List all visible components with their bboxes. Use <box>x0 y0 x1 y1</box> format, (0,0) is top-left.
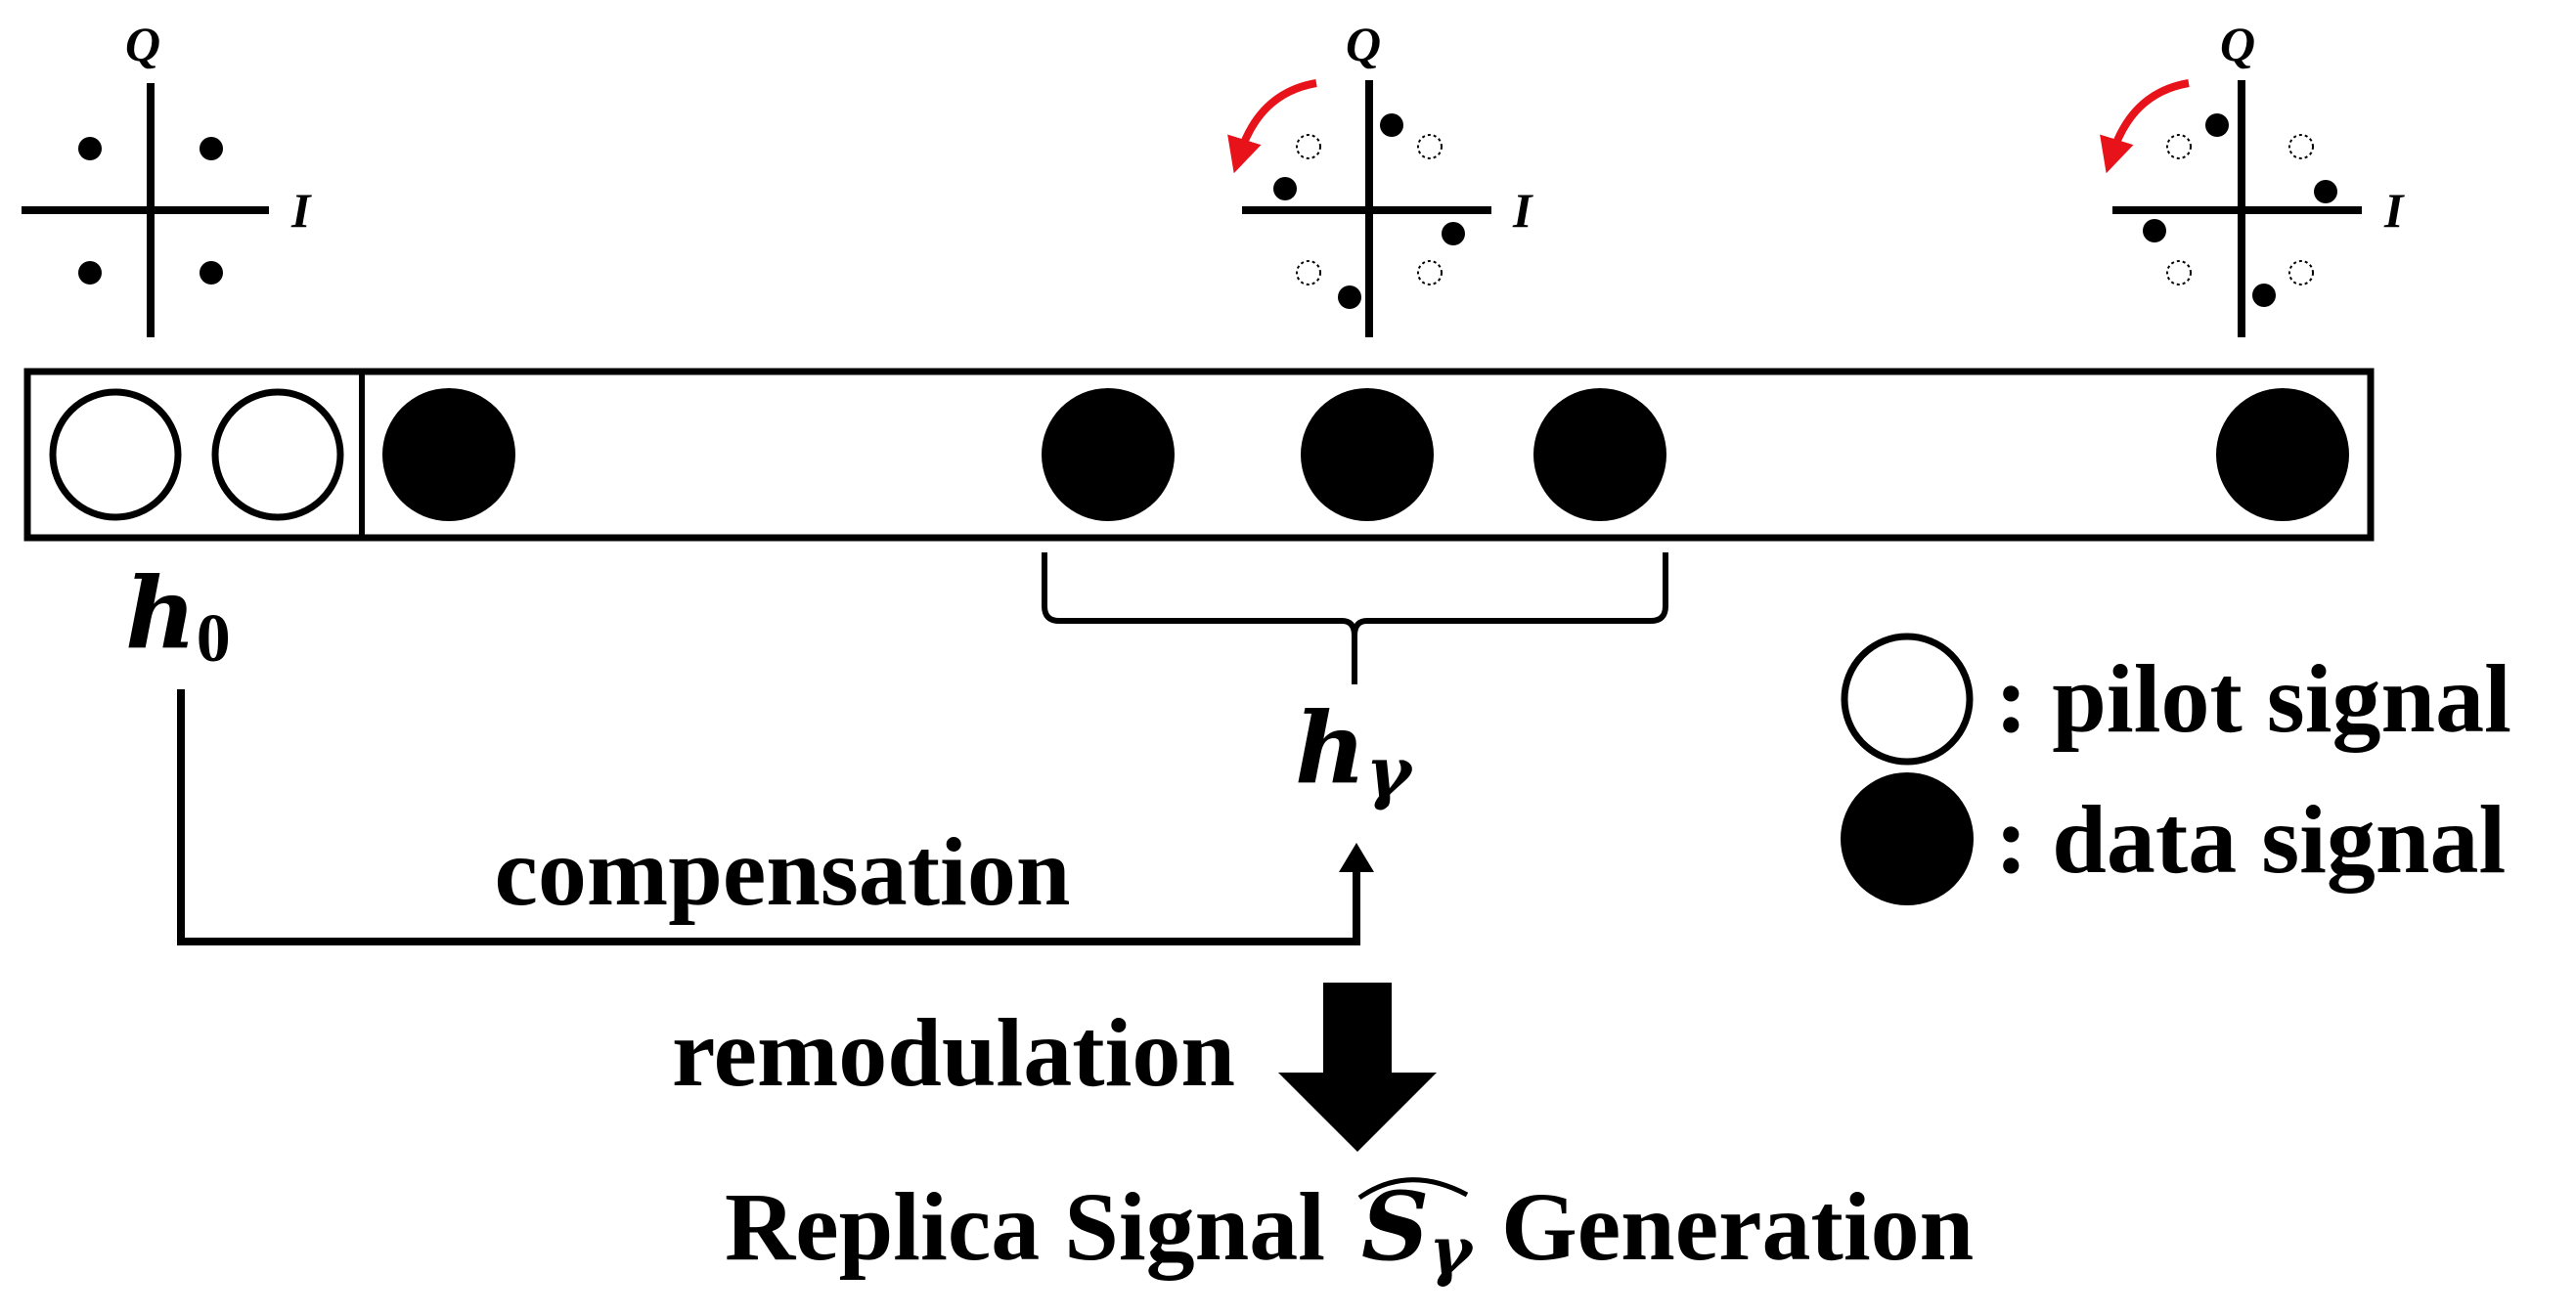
compensation-label: compensation <box>495 817 1071 926</box>
ideal-point <box>1296 134 1321 159</box>
compensation-connector <box>177 689 1360 945</box>
rotated-point <box>1380 113 1403 137</box>
constellation-point <box>200 137 223 160</box>
rotated-point <box>2314 180 2337 203</box>
legend-data-swatch <box>1841 772 1974 905</box>
remodulation-label: remodulation <box>672 998 1235 1107</box>
data-symbol <box>1301 388 1434 521</box>
data-symbol <box>1042 388 1175 521</box>
constellation-point <box>78 137 102 160</box>
rotated-point <box>2205 113 2229 137</box>
compensation-path: compensation <box>177 689 1374 945</box>
rotated-point <box>1273 177 1297 200</box>
constellation-point <box>78 261 102 285</box>
constellation-point <box>200 261 223 285</box>
pilot-symbol <box>211 388 344 521</box>
q-axis-label: Q <box>1346 17 1381 71</box>
rotation-arrow <box>2100 79 2190 174</box>
signal-frame <box>23 368 2375 542</box>
rotated-point <box>1442 222 1465 245</box>
h0-label: h0 <box>125 555 231 677</box>
hgamma-label: hγ <box>1295 690 1414 812</box>
q-axis-label: Q <box>125 17 160 71</box>
legend: : pilot signal : data signal <box>1841 633 2511 905</box>
remodulation-step: remodulation <box>672 983 1437 1152</box>
replica-hat <box>1357 1177 1469 1201</box>
ideal-point <box>1296 260 1321 285</box>
q-axis-label: Q <box>2220 17 2255 71</box>
replica-suffix: Generation <box>1477 1172 1974 1281</box>
ideal-point <box>2288 134 2314 159</box>
rotation-arrow <box>1227 79 1317 174</box>
down-arrow <box>1278 983 1437 1152</box>
i-axis-label: I <box>290 183 312 238</box>
rotated-point <box>1338 285 1361 309</box>
replica-symbol: Sγ <box>1361 1171 1475 1289</box>
rotated-point <box>2143 219 2166 242</box>
ideal-point <box>1417 134 1443 159</box>
rotated-point <box>2252 284 2276 307</box>
constellation-pilot-reference: Q I <box>22 17 312 337</box>
legend-pilot-label: : pilot signal <box>1995 644 2511 753</box>
ideal-point <box>2166 260 2192 285</box>
legend-pilot-swatch <box>1841 633 1974 766</box>
constellation-rotated-right: Q I <box>2100 17 2405 337</box>
data-symbol <box>1533 388 1666 521</box>
ideal-point <box>1417 260 1443 285</box>
ideal-point <box>2288 260 2314 285</box>
pilot-symbol <box>49 388 182 521</box>
frame-border <box>23 368 2375 542</box>
data-symbol <box>382 388 515 521</box>
constellation-rotated-middle: Q I <box>1227 17 1533 337</box>
replica-prefix: Replica Signal <box>725 1172 1350 1281</box>
i-axis-label: I <box>1512 183 1533 238</box>
compensation-arrowhead <box>1339 843 1374 872</box>
legend-data-label: : data signal <box>1995 785 2506 894</box>
data-symbol <box>2216 388 2349 521</box>
ideal-point <box>2166 134 2192 159</box>
i-axis-label: I <box>2383 183 2405 238</box>
curly-brace <box>1042 552 1668 684</box>
replica-generation-label: Replica Signal Sγ Generation <box>725 1171 1974 1289</box>
